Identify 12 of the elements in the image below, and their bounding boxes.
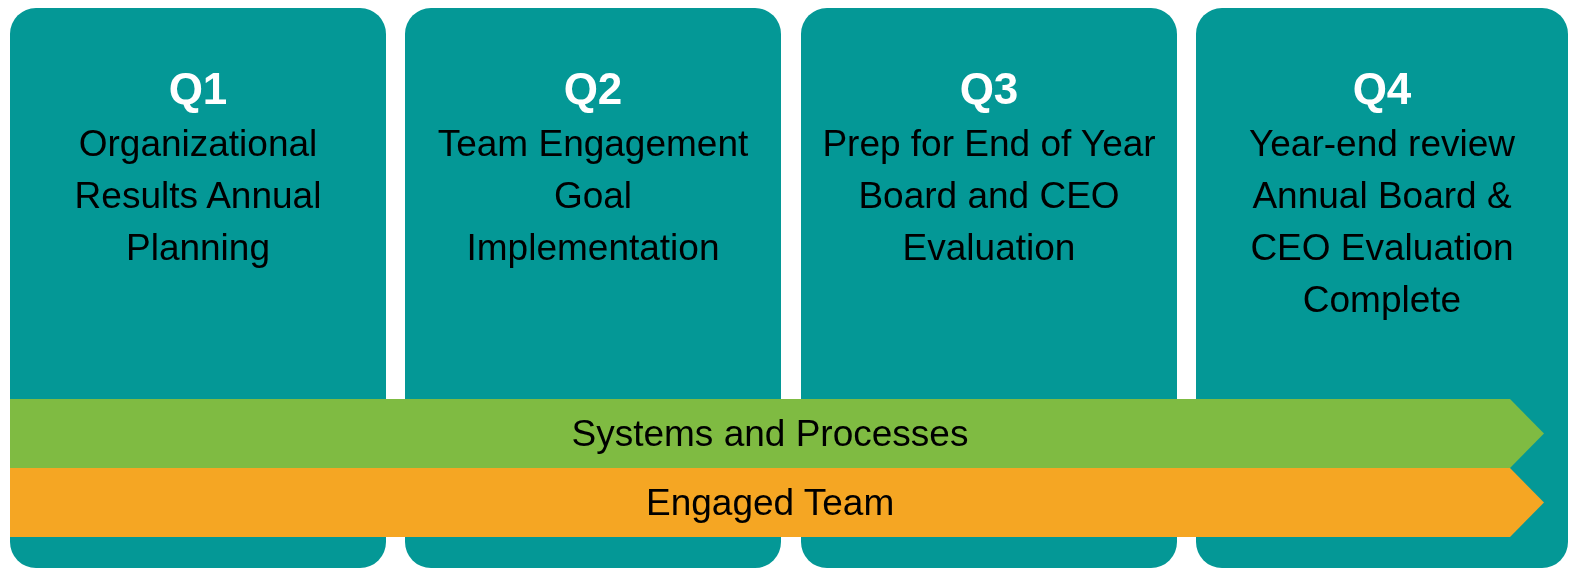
- quarter-description: Team Engagement Goal Implementation: [436, 122, 750, 270]
- quarter-description: Year-end review Annual Board & CEO Evaluation Complete: [1248, 122, 1516, 322]
- band-label: Systems and Processes: [571, 412, 969, 456]
- band-label: Engaged Team: [646, 481, 895, 525]
- quarter-heading: Q2: [562, 64, 624, 114]
- quarter-heading: Q1: [167, 64, 229, 114]
- quarter-heading: Q4: [1351, 64, 1413, 114]
- quarter-description: Organizational Results Annual Planning: [73, 122, 323, 270]
- arrow-band: [10, 399, 1544, 468]
- arrow-band: [10, 468, 1544, 537]
- quarter-description: Prep for End of Year Board and CEO Evaluation: [821, 122, 1157, 270]
- quarter-heading: Q3: [958, 64, 1020, 114]
